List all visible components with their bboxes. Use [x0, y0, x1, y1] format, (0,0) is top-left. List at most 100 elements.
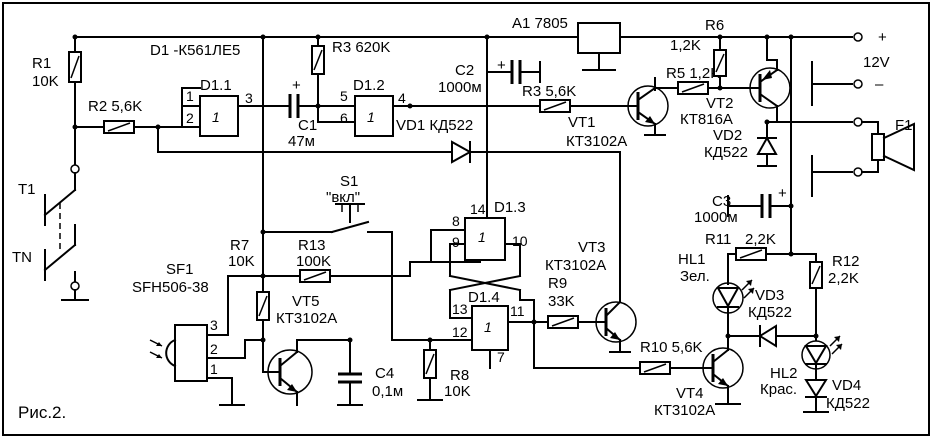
switch-s1: S1 "вкл" — [326, 173, 393, 341]
vd1-label: VD1 КД522 — [396, 117, 473, 134]
vt3-name: VT3 — [578, 239, 606, 256]
output-terminals: – — [811, 61, 884, 197]
r6-value: 1,2K — [670, 37, 701, 54]
transistor-vt5: VT5 КТ3102А — [262, 293, 353, 406]
gate-d1-3: 1 D1.3 8 9 14 10 — [430, 36, 528, 263]
sf1-pin3: 3 — [210, 317, 218, 333]
capacitor-c4: C4 0,1м — [337, 339, 403, 406]
d11-pin1: 1 — [186, 88, 194, 104]
regulator-a1: A1 7805 — [512, 15, 621, 71]
r5-label: R5 1,2K — [666, 65, 720, 82]
vt2-name: VT2 — [706, 95, 734, 112]
vt5-name: VT5 — [292, 293, 320, 310]
d11-name: D1.1 — [200, 77, 232, 94]
vd2-value: КД522 — [704, 144, 748, 161]
d14-symbol: 1 — [484, 319, 492, 335]
diode-vd1 — [157, 126, 621, 301]
supply-plus-label: + — [878, 29, 887, 46]
r1-value: 10K — [32, 73, 59, 90]
d12-name: D1.2 — [353, 77, 385, 94]
r3-5k6-label: R3 5,6K — [522, 83, 576, 100]
flipflop-crossing — [448, 243, 522, 319]
t1-label: T1 — [18, 181, 36, 198]
capacitor-c2: + C2 1000м — [438, 36, 541, 96]
sf1-pin2: 2 — [210, 341, 218, 357]
sensor-sf1: 3 2 1 SF1 SFH506-38 — [132, 261, 266, 406]
c3-polarity: + — [778, 185, 787, 202]
vd4-name: VD4 — [832, 377, 861, 394]
sf1-value: SFH506-38 — [132, 279, 209, 296]
hl1-name: HL1 — [678, 251, 706, 268]
r7-name: R7 — [230, 237, 249, 254]
figure-caption: Рис.2. — [18, 403, 66, 422]
led-hl2: HL2 Крас. — [760, 335, 843, 398]
d14-name: D1.4 — [468, 289, 500, 306]
gate-d1-2: 1 D1.2 5 6 4 VD1 КД522 — [340, 77, 541, 137]
hl2-name: HL2 — [770, 365, 798, 382]
vt1-value: КТ3102А — [566, 133, 627, 150]
resistor-r13: R13 100K — [262, 237, 432, 283]
r6-name: R6 — [705, 17, 724, 34]
r9-name: R9 — [548, 275, 567, 292]
d12-pin5: 5 — [340, 88, 348, 104]
r9-value: 33K — [548, 293, 575, 310]
vt1-name: VT1 — [568, 114, 596, 131]
vt2-value: КТ816А — [680, 111, 733, 128]
d14-pin11: 11 — [510, 303, 525, 319]
d14-pin13: 13 — [452, 301, 468, 317]
fuse-label: F1 — [895, 117, 913, 134]
s1-name: S1 — [340, 173, 358, 190]
vt4-value: КТ3102А — [654, 402, 715, 419]
d11-pin3: 3 — [245, 90, 253, 106]
sf1-name: SF1 — [166, 261, 194, 278]
resistor-r10: R10 5,6K — [533, 321, 706, 375]
r8-value: 10K — [444, 383, 471, 400]
top-rail: + 12V — [72, 29, 890, 71]
resistor-r9: R9 33K — [547, 275, 599, 329]
r13-name: R13 — [298, 237, 326, 254]
resistor-r11: R11 2,2K — [705, 231, 817, 261]
d13-pin8: 8 — [452, 213, 460, 229]
d11-symbol: 1 — [212, 109, 220, 125]
resistor-r8: R8 10K — [417, 339, 471, 401]
tn-label: TN — [12, 249, 32, 266]
resistor-r7: R7 10K — [228, 237, 270, 341]
r7-value: 10K — [228, 253, 255, 270]
c4-value: 0,1м — [372, 383, 403, 400]
r3-620k-label: R3 620K — [332, 39, 390, 56]
hl1-value: Зел. — [680, 268, 710, 285]
vertical-bus — [260, 36, 333, 279]
supply-voltage-label: 12V — [863, 54, 890, 71]
regulator-label: A1 7805 — [512, 15, 568, 32]
c3-value: 1000м — [694, 209, 738, 226]
c2-name: C2 — [455, 62, 474, 79]
transistor-vt1: VT1 КТ3102А — [566, 77, 669, 150]
switch-tn: TN — [12, 224, 89, 301]
d12-pin6: 6 — [340, 110, 348, 126]
transistor-vt3: VT3 КТ3102А — [545, 239, 637, 353]
vd4-value: КД522 — [826, 395, 870, 412]
r13-value: 100K — [296, 253, 331, 270]
diode-vd3: VD3 КД522 — [727, 287, 819, 348]
r11-value: 2,2K — [745, 231, 776, 248]
resistor-r6: R6 1,2K — [670, 17, 727, 89]
gate-d1-4: 1 D1.4 13 12 11 7 — [391, 289, 549, 369]
resistor-r12: R12 2,2K — [809, 253, 860, 341]
vd2-name: VD2 — [713, 127, 742, 144]
d13-pin9: 9 — [452, 234, 460, 250]
s1-value: "вкл" — [326, 189, 360, 206]
d12-symbol: 1 — [367, 109, 375, 125]
resistor-r3-5k6: R3 5,6K — [522, 83, 631, 113]
vt3-value: КТ3102А — [545, 257, 606, 274]
transistor-vt4: VT4 КТ3102А — [654, 335, 744, 419]
c3-name: C3 — [712, 193, 731, 210]
r2-label: R2 5,6K — [88, 98, 142, 115]
vd3-value: КД522 — [748, 304, 792, 321]
capacitor-c1: + C1 47м — [277, 77, 346, 150]
c4-name: C4 — [375, 365, 394, 382]
r12-value: 2,2K — [828, 270, 859, 287]
chip-note: D1 -К561ЛЕ5 — [150, 42, 240, 59]
r11-name: R11 — [705, 231, 731, 248]
